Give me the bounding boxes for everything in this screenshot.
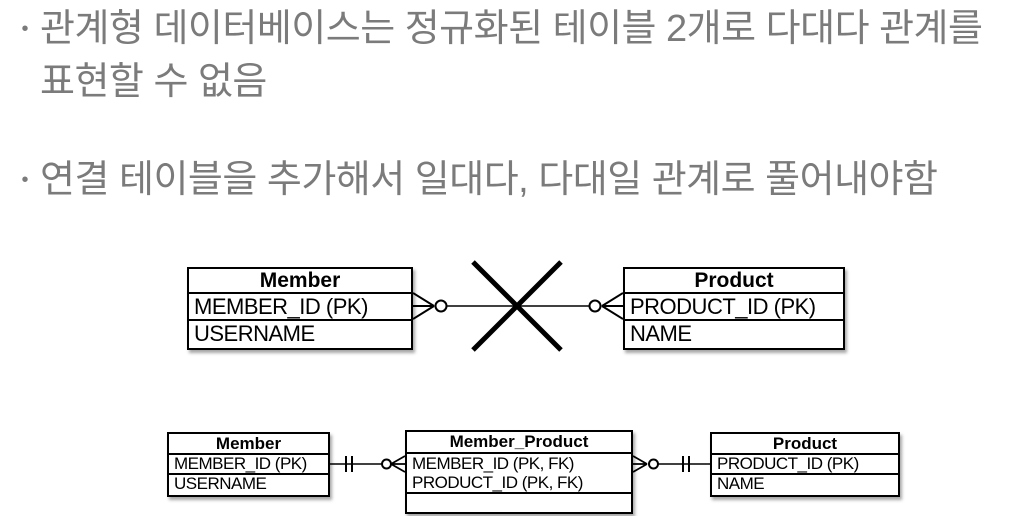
- table-row: MEMBER_ID (PK): [169, 455, 328, 475]
- table-row: USERNAME: [174, 475, 267, 493]
- zero-circle-icon: [588, 299, 602, 313]
- relationship-connector-one-to-many: [330, 455, 405, 473]
- one-tick-icon: [345, 456, 353, 472]
- relationship-connector-many-to-one: [633, 455, 710, 473]
- bullet-icon: •: [21, 169, 29, 191]
- crow-foot-many-icon: [601, 292, 623, 320]
- table-product-bottom: Product PRODUCT_ID (PK) NAME: [710, 432, 900, 497]
- zero-circle-icon: [434, 299, 448, 313]
- table-title: Member: [169, 434, 328, 455]
- zero-circle-icon: [648, 458, 659, 470]
- table-member-top: Member MEMBER_ID (PK) USERNAME: [187, 267, 413, 350]
- table-title: Product: [625, 269, 843, 294]
- bullet-line: 연결 테이블을 추가해서 일대다, 다대일 관계로 풀어내야함: [40, 159, 938, 201]
- table-title: Member_Product: [407, 432, 631, 454]
- table-row: NAME: [717, 475, 765, 493]
- cross-out-icon: [471, 260, 563, 352]
- table-member-product: Member_Product MEMBER_ID (PK, FK) PRODUC…: [405, 430, 633, 514]
- table-member-bottom: Member MEMBER_ID (PK) USERNAME: [167, 432, 330, 497]
- bullet-line: 관계형 데이터베이스는 정규화된 테이블 2개로 다대다 관계를: [40, 8, 983, 50]
- table-title: Member: [189, 269, 411, 294]
- table-row: MEMBER_ID (PK, FK): [412, 454, 574, 473]
- crow-foot-many-icon: [413, 292, 435, 320]
- table-row: PRODUCT_ID (PK): [625, 294, 843, 321]
- table-row: PRODUCT_ID (PK, FK): [412, 473, 583, 492]
- table-row: USERNAME: [194, 321, 315, 346]
- table-row: MEMBER_ID (PK): [189, 294, 411, 321]
- bullet-text: 관계형 데이터베이스는 정규화된 테이블 2개로 다대다 관계를 표현할 수 없…: [40, 3, 1020, 109]
- relationship-connector-crossed: [413, 260, 623, 352]
- zero-circle-icon: [381, 458, 392, 470]
- bullet-text: 연결 테이블을 추가해서 일대다, 다대일 관계로 풀어내야함: [40, 154, 1020, 207]
- crow-foot-many-icon: [633, 455, 648, 473]
- table-product-top: Product PRODUCT_ID (PK) NAME: [623, 267, 845, 350]
- one-tick-icon: [682, 456, 690, 472]
- crow-foot-many-icon: [390, 455, 405, 473]
- table-empty-row: [407, 494, 631, 512]
- bullet-icon: •: [21, 18, 29, 40]
- bullet-line: 표현할 수 없음: [40, 61, 267, 103]
- table-row: PRODUCT_ID (PK): [712, 455, 898, 475]
- table-title: Product: [712, 434, 898, 455]
- table-rows-cell: MEMBER_ID (PK, FK) PRODUCT_ID (PK, FK): [407, 454, 631, 494]
- table-row: NAME: [630, 321, 692, 346]
